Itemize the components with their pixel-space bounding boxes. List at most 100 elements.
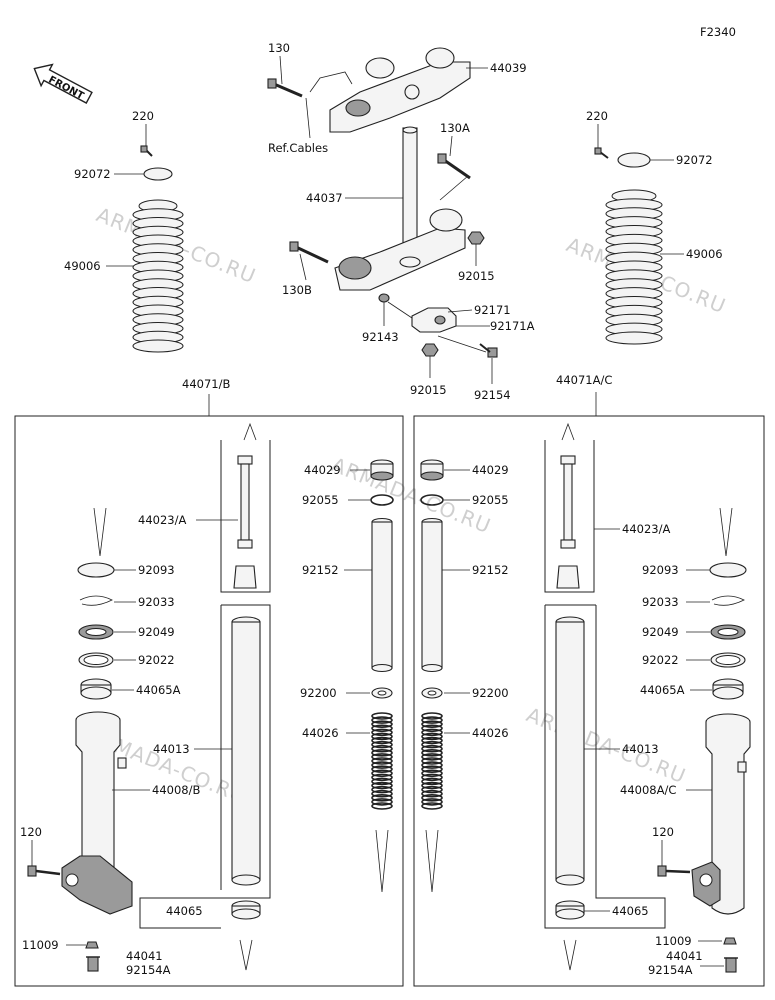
label-R-44065A: 44065A xyxy=(640,683,685,697)
pipe-92152-right xyxy=(421,517,443,673)
label-R-92049: 92049 xyxy=(642,625,679,639)
label-R-44023A: 44023/A xyxy=(622,522,670,536)
label-R-92033: 92033 xyxy=(642,595,679,609)
bushing-44065-left xyxy=(231,900,261,920)
label-R-11009: 11009 xyxy=(655,934,692,948)
bushing-44065A-right xyxy=(712,678,744,700)
label-L-92152: 92152 xyxy=(302,563,339,577)
label-L-92154A: 92154A xyxy=(126,963,171,977)
label-L-44026: 44026 xyxy=(302,726,339,740)
label-92171A: 92171A xyxy=(490,319,535,333)
label-L-92093: 92093 xyxy=(138,563,175,577)
cap-92093-right xyxy=(709,562,747,578)
bolt-92154A-left xyxy=(86,956,100,972)
cap-92093-left xyxy=(77,562,115,578)
label-R-44026: 44026 xyxy=(472,726,509,740)
washer-92143 xyxy=(378,293,390,303)
label-L-44013: 44013 xyxy=(153,742,190,756)
label-R-92022: 92022 xyxy=(642,653,679,667)
label-49006-right: 49006 xyxy=(686,247,723,261)
spring-44026-left xyxy=(371,712,393,810)
label-R-92154A: 92154A xyxy=(648,963,693,977)
bolt-130B xyxy=(289,241,329,264)
cap-bolt-44029-left xyxy=(370,459,394,481)
label-ref-cables: Ref.Cables xyxy=(268,141,328,155)
label-44071-AC: 44071A/C xyxy=(556,373,612,387)
label-92015-b: 92015 xyxy=(410,383,447,397)
label-R-92093: 92093 xyxy=(642,563,679,577)
label-R-92152: 92152 xyxy=(472,563,509,577)
damper-rod-right xyxy=(556,455,580,589)
label-92072-left: 92072 xyxy=(74,167,111,181)
label-R-44013: 44013 xyxy=(622,742,659,756)
left-fork-box xyxy=(14,415,404,987)
label-L-44065A: 44065A xyxy=(136,683,181,697)
label-R-44065: 44065 xyxy=(612,904,649,918)
bushing-44065A-left xyxy=(80,678,112,700)
label-R-44008AC: 44008A/C xyxy=(620,783,676,797)
cap-bolt-44029-right xyxy=(420,459,444,481)
label-L-92033: 92033 xyxy=(138,595,175,609)
oring-92055-right xyxy=(420,494,444,506)
bushing-44065-right xyxy=(555,900,585,920)
inner-tube-44013-left xyxy=(231,616,261,886)
label-130B: 130B xyxy=(282,283,312,297)
label-R-44041: 44041 xyxy=(666,949,703,963)
bolt-120-left xyxy=(27,865,61,877)
spring-44026-right xyxy=(421,712,443,810)
label-L-11009: 11009 xyxy=(22,938,59,952)
label-L-44008B: 44008/B xyxy=(152,783,200,797)
oring-92055-left xyxy=(370,494,394,506)
upper-bracket xyxy=(309,47,471,133)
pipe-92152-left xyxy=(371,517,393,673)
clamp-92072-right xyxy=(617,152,651,168)
label-130: 130 xyxy=(268,41,290,55)
bolt-130 xyxy=(267,78,303,98)
label-L-120: 120 xyxy=(20,825,42,839)
label-R-120: 120 xyxy=(652,825,674,839)
bolt-92154A-right xyxy=(724,957,738,973)
damper-rod-left xyxy=(233,455,257,589)
gasket-11009-left xyxy=(85,941,99,949)
label-92171: 92171 xyxy=(474,303,511,317)
boot-49006-left xyxy=(132,199,184,353)
nut-92015-upper xyxy=(467,231,485,245)
inner-tube-44013-right xyxy=(555,616,585,886)
steering-stem xyxy=(334,126,466,291)
watermark-3: ARMADA-CO.RU xyxy=(328,452,494,538)
screw-220-right xyxy=(594,147,609,159)
label-92143: 92143 xyxy=(362,330,399,344)
label-R-92055: 92055 xyxy=(472,493,509,507)
outer-tube-44008AC xyxy=(691,713,751,915)
label-44037: 44037 xyxy=(306,191,343,205)
label-44071-B: 44071/B xyxy=(182,377,230,391)
figure-code: F2340 xyxy=(700,25,736,39)
label-L-92055: 92055 xyxy=(302,493,339,507)
label-L-44065: 44065 xyxy=(166,904,203,918)
bolt-120-right xyxy=(657,865,691,877)
circlip-92033-right xyxy=(711,595,745,606)
clamp-92072-left xyxy=(143,167,173,181)
nut-92015-lower xyxy=(421,343,439,357)
bolt-92154-top xyxy=(479,343,498,358)
label-R-44029: 44029 xyxy=(472,463,509,477)
gasket-11009-right xyxy=(723,937,737,945)
screw-220-left xyxy=(140,145,153,157)
label-220-right: 220 xyxy=(586,109,608,123)
label-49006-left: 49006 xyxy=(64,259,101,273)
label-92015-a: 92015 xyxy=(458,269,495,283)
label-L-44041: 44041 xyxy=(126,949,163,963)
label-L-92049: 92049 xyxy=(138,625,175,639)
circlip-92033-left xyxy=(79,595,113,606)
label-44039: 44039 xyxy=(490,61,527,75)
label-L-92200: 92200 xyxy=(300,686,337,700)
label-130A: 130A xyxy=(440,121,470,135)
label-92154-top: 92154 xyxy=(474,388,511,402)
outer-tube-44008B xyxy=(61,711,133,915)
label-220-left: 220 xyxy=(132,109,154,123)
watermark-5: ARMADA-CO.RU xyxy=(523,702,689,788)
label-L-44023A: 44023/A xyxy=(138,513,186,527)
front-arrow-icon: FRONT xyxy=(33,63,93,104)
bolt-130A xyxy=(437,153,471,180)
